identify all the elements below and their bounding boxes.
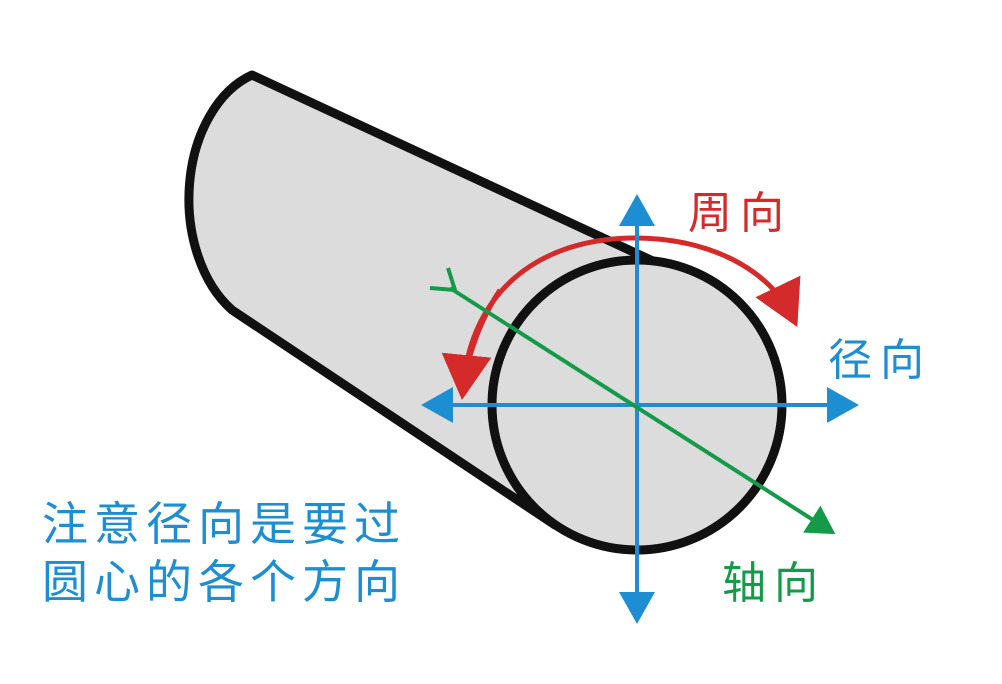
axial-axis-line bbox=[448, 286, 836, 535]
note-line-2: 圆心的各个方向 bbox=[42, 555, 406, 609]
axial-axis-tail bbox=[429, 267, 458, 293]
circumferential-arrow-start bbox=[441, 288, 503, 400]
axial-label: 轴向 bbox=[722, 558, 826, 609]
note-line-1: 注意径向是要过 bbox=[42, 497, 406, 551]
circumferential-label: 周向 bbox=[688, 188, 792, 239]
radial-label: 径向 bbox=[828, 335, 932, 386]
